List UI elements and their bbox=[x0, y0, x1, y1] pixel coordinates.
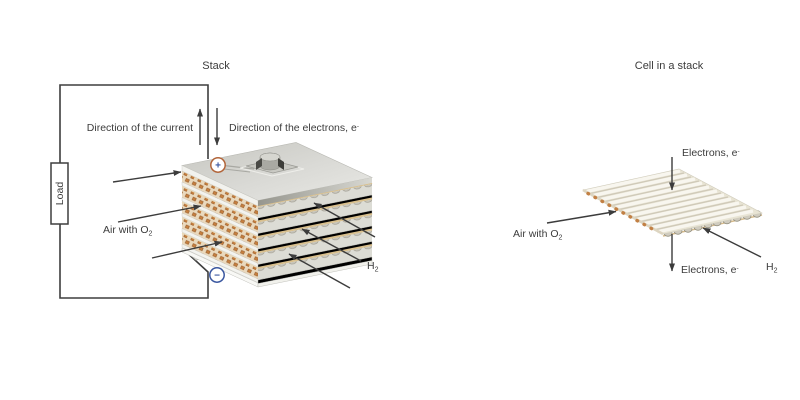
air-inlet-arrow-middle bbox=[117, 204, 202, 223]
air-channel-dots bbox=[586, 191, 658, 233]
stack-air-label: Air with O2 bbox=[103, 224, 153, 238]
load-box bbox=[50, 162, 69, 225]
stack-h2-label: H2 bbox=[367, 260, 379, 274]
plus-terminal-icon: + bbox=[210, 157, 226, 173]
h2-inlet-arrow-bottom bbox=[288, 253, 351, 289]
stack-panel: Stack Load Direction of the current Dire… bbox=[50, 60, 379, 299]
electrons-in-label: Electrons, e- bbox=[682, 147, 740, 159]
cell-air-label: Air with O2 bbox=[513, 228, 563, 242]
electron-direction-label: Direction of the electrons, e- bbox=[229, 122, 359, 134]
h2-inlet-arrow-top bbox=[313, 202, 376, 238]
cell-rib-ridges bbox=[583, 169, 754, 234]
stack-title: Stack bbox=[202, 60, 230, 72]
plus-sign: + bbox=[215, 161, 221, 172]
electrons-out-label: Electrons, e- bbox=[681, 264, 739, 276]
circuit-wire-top bbox=[59, 84, 209, 163]
cell-panel: Cell in a stack Electrons, e- Air w bbox=[513, 60, 778, 276]
air-inlet-arrow-top bbox=[112, 170, 182, 183]
cell-title: Cell in a stack bbox=[635, 60, 704, 72]
fuel-cell-stack bbox=[181, 142, 373, 288]
stack-terminal-block bbox=[210, 152, 305, 177]
single-cell-plate bbox=[582, 168, 763, 237]
cell-air-arrow bbox=[546, 209, 617, 224]
load-label: Load bbox=[54, 182, 66, 206]
circuit bbox=[59, 84, 209, 299]
circuit-wire-bottom bbox=[59, 224, 209, 299]
minus-sign: − bbox=[214, 271, 220, 282]
current-direction-label: Direction of the current bbox=[87, 122, 193, 134]
cell-h2-arrow bbox=[702, 227, 762, 258]
minus-terminal-icon: − bbox=[209, 267, 225, 283]
cell-h2-label: H2 bbox=[766, 261, 778, 275]
h2-inlet-arrow-middle bbox=[301, 228, 362, 262]
cell-rib-grooves bbox=[587, 172, 751, 231]
air-inlet-arrow-bottom bbox=[151, 240, 223, 259]
